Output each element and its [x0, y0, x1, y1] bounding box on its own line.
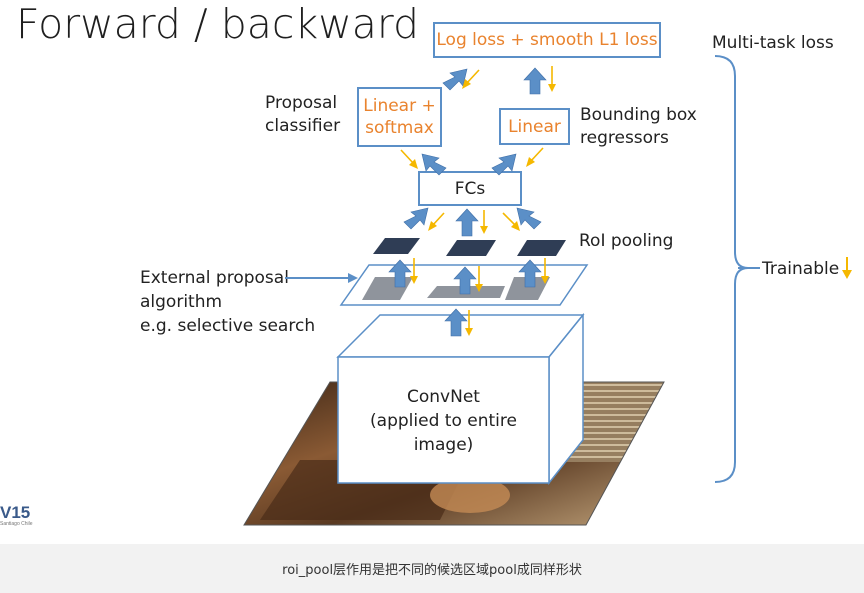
trainable-label: Trainable: [762, 259, 840, 279]
up-arrow-plane-mid: [453, 266, 477, 295]
bbox-regressors-line1: Bounding box: [580, 105, 697, 125]
fcs-label: FCs: [454, 178, 486, 199]
up-arrow-fcs-right: [516, 207, 542, 230]
linear-box-label: Linear: [508, 116, 561, 137]
up-arrow-linear: [491, 153, 517, 176]
down-arrow-fcs-left: [428, 212, 445, 231]
down-arrow-softmax: [400, 149, 418, 169]
logo-text: V15: [0, 503, 31, 522]
diagram-graphics: [243, 55, 852, 526]
external-proposal-line1: External proposal: [140, 268, 289, 288]
conference-logo: V15 Santiago Chile: [0, 503, 33, 527]
external-proposal-arrow: [285, 273, 358, 283]
up-arrow-conv: [444, 308, 468, 337]
image-caption-bar: roi_pool层作用是把不同的候选区域pool成同样形状: [0, 544, 864, 593]
multitask-brace: [714, 55, 760, 483]
up-arrow-softmax: [421, 153, 447, 176]
up-arrow-fcs-left: [403, 207, 429, 230]
external-proposal-line3: e.g. selective search: [140, 316, 316, 336]
down-arrow-loss-left: [462, 69, 480, 89]
down-arrow-fcs-right: [502, 212, 520, 231]
convnet-line3: image): [413, 435, 474, 455]
down-arrow-loss-right: [548, 66, 556, 92]
down-arrow-plane-right: [541, 258, 549, 284]
external-proposal-line2: algorithm: [140, 292, 223, 312]
linear-softmax-box: Linear + softmax: [357, 87, 442, 147]
bbox-regressors-line2: regressors: [580, 128, 669, 148]
loss-box: Log loss + smooth L1 loss: [433, 22, 661, 58]
up-arrow-fcs-mid: [455, 208, 479, 237]
roi-pooling-label: RoI pooling: [579, 231, 674, 251]
linear-softmax-line1: Linear +: [363, 96, 436, 116]
up-arrow-plane-right: [518, 259, 542, 288]
loss-box-label: Log loss + smooth L1 loss: [436, 30, 658, 50]
up-arrow-loss-left: [442, 68, 468, 91]
slide-title: Forward / backward: [16, 0, 420, 48]
up-arrow-loss-right: [523, 67, 547, 95]
proposal-classifier-line2: classifier: [265, 116, 341, 136]
multitask-loss-label: Multi-task loss: [712, 33, 834, 53]
convnet-line2: (applied to entire: [370, 411, 517, 431]
logo-subtext: Santiago Chile: [0, 521, 33, 527]
roi-pooled-features: [373, 238, 566, 256]
convnet-line1: ConvNet: [407, 387, 480, 407]
image-caption: roi_pool层作用是把不同的候选区域pool成同样形状: [282, 563, 582, 578]
trainable-arrow: [842, 257, 852, 279]
fcs-box: FCs: [418, 171, 522, 206]
diagram-canvas: Forward / backward Log loss + smooth L1 …: [0, 0, 852, 527]
down-arrow-conv: [465, 310, 473, 336]
down-arrow-fcs-mid: [480, 210, 488, 234]
up-arrow-plane-left: [388, 259, 412, 288]
linear-softmax-line2: softmax: [365, 118, 434, 138]
down-arrow-linear: [526, 147, 544, 167]
linear-box: Linear: [499, 108, 570, 145]
down-arrow-plane-mid: [475, 266, 483, 292]
down-arrow-plane-left: [410, 258, 418, 284]
convnet-block: [336, 312, 585, 486]
proposal-classifier-line1: Proposal: [265, 93, 338, 113]
